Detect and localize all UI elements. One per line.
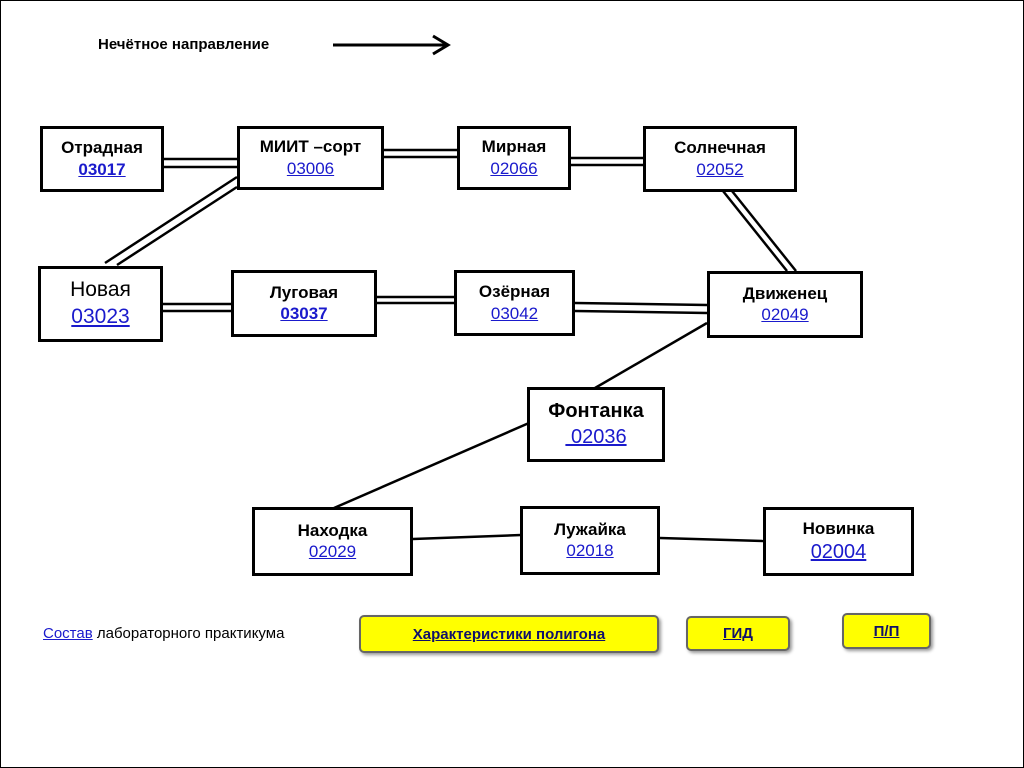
station-novinka: Новинка 02004 [763, 507, 914, 576]
station-code-link[interactable]: 03037 [280, 304, 328, 324]
station-code-link[interactable]: 02049 [761, 305, 809, 325]
station-name: Лужайка [554, 519, 626, 539]
station-miit-sort: МИИТ –сорт 03006 [237, 126, 384, 190]
lab-composition-text: Состав лабораторного практикума [43, 625, 284, 642]
track-fontanka-nakhodka [333, 421, 530, 510]
station-code-link[interactable]: 02066 [490, 158, 538, 178]
station-lugovaya: Луговая 03037 [231, 270, 377, 337]
pp-button[interactable]: П/П [842, 613, 931, 649]
station-mirnaya: Мирная 02066 [457, 126, 571, 190]
station-name: Новая [70, 278, 131, 302]
double-track-otradnaya-miit [164, 157, 237, 169]
station-name: Фонтанка [548, 400, 644, 422]
station-code-link[interactable]: 02036 [565, 426, 627, 448]
station-name: Луговая [269, 282, 339, 302]
station-luzhaika: Лужайка 02018 [520, 506, 660, 575]
gid-button[interactable]: ГИД [686, 616, 790, 651]
station-name: Озёрная [478, 282, 551, 302]
track-luzhaika-novinka [659, 536, 765, 543]
double-track-novaya-miit [104, 175, 238, 267]
characteristics-button-link[interactable]: Характеристики [412, 625, 532, 643]
station-name: Находка [297, 520, 368, 540]
station-code-link[interactable]: 03017 [78, 159, 126, 179]
station-dvizhenets: Движенец 02049 [707, 271, 863, 338]
station-ozernaya: Озёрная 03042 [454, 270, 575, 336]
pp-button-label: П/П [873, 622, 900, 640]
gid-button-label: ГИД [723, 625, 753, 642]
station-code-link[interactable]: 02029 [308, 542, 357, 562]
station-fontanka: Фонтанка 02036 [527, 387, 665, 462]
station-nakhodka: Находка 02029 [252, 507, 413, 576]
composition-suffix: лабораторного практикума [92, 625, 285, 642]
station-name: Новинка [802, 518, 875, 538]
direction-label: Нечётное направление [98, 36, 270, 53]
station-code-link[interactable]: 02052 [696, 159, 744, 179]
station-code-link[interactable]: 03006 [286, 158, 335, 178]
track-dvizhenets-fontanka [594, 321, 708, 390]
station-name: МИИТ –сорт [259, 137, 362, 157]
station-name: Движенец [742, 283, 828, 303]
double-track-miit-mirnaya [384, 148, 457, 159]
station-code-link[interactable]: 03023 [71, 305, 130, 329]
station-code-link[interactable]: 02018 [566, 541, 614, 561]
double-track-mirnaya-solnechnaya [571, 156, 643, 167]
right-arrow-icon [333, 34, 451, 56]
station-code-link[interactable]: 02004 [810, 541, 867, 564]
double-track-solnechnaya-dvizhenets [722, 190, 797, 272]
double-track-ozernaya-dvizhenets [574, 301, 708, 315]
station-name: Отрадная [61, 138, 143, 158]
characteristics-button[interactable]: Характеристики полигона [359, 615, 659, 653]
double-track-lugovaya-ozernaya [377, 295, 454, 305]
station-novaya: Новая 03023 [38, 266, 163, 342]
composition-link[interactable]: Состав [43, 625, 93, 642]
station-otradnaya: Отрадная 03017 [40, 126, 164, 192]
station-solnechnaya: Солнечная 02052 [643, 126, 797, 192]
station-name: Мирная [481, 137, 547, 157]
station-code-link[interactable]: 03042 [490, 303, 539, 323]
characteristics-button-rest: полигона [531, 625, 606, 643]
double-track-novaya-lugovaya [163, 302, 231, 313]
station-name: Солнечная [674, 138, 766, 158]
track-nakhodka-luzhaika [412, 533, 522, 541]
